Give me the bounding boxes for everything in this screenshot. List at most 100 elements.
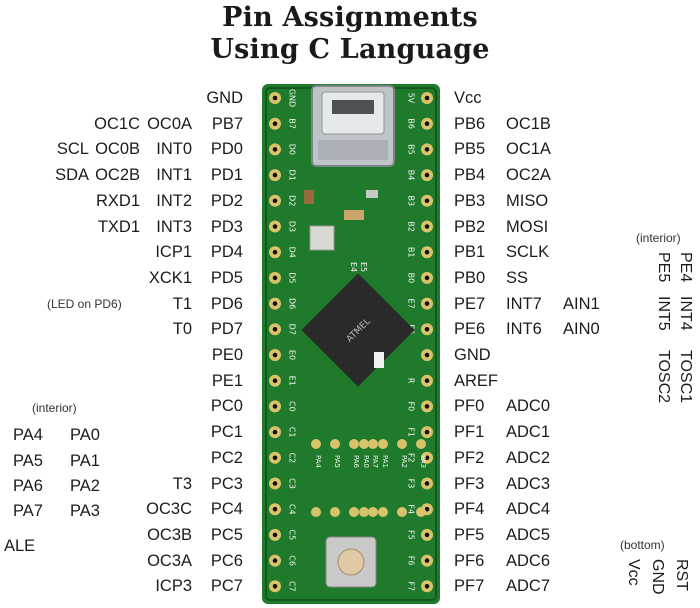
silk-label-left: D5	[288, 272, 297, 283]
interior-right-label: (interior)	[636, 231, 681, 245]
interior-int4: INT4	[677, 296, 694, 331]
interior-pad	[416, 439, 426, 449]
left-pin-func-1: OC3A	[147, 551, 192, 570]
right-pin-name: PF3	[454, 474, 485, 493]
pin-hole	[272, 455, 278, 461]
pin-hole	[272, 301, 278, 306]
title-line-2: Using C Language	[210, 34, 490, 65]
pin-hole	[272, 584, 278, 589]
right-pin-func-1: ADC1	[506, 423, 551, 442]
silk-label-left: B7	[288, 118, 297, 129]
main-chip	[301, 273, 415, 387]
smd-part	[344, 210, 364, 220]
silk-label-right: F1	[407, 427, 416, 437]
interior-pa1: PA1	[70, 452, 100, 470]
silk-label-right: E7	[407, 299, 416, 309]
right-pin-func-1: ADC6	[506, 551, 551, 570]
silk-label-right: B5	[407, 144, 416, 155]
interior-silk: PA1	[381, 455, 389, 468]
pin-hole	[272, 404, 278, 409]
interior-tosc1: TOSC1	[677, 350, 694, 404]
right-pin-func-2: AIN1	[563, 294, 600, 313]
silk-label-left: D0	[288, 144, 297, 155]
pin-hole	[424, 198, 430, 204]
pin-hole	[424, 455, 430, 461]
pin-hole	[424, 147, 430, 152]
pin-hole	[272, 172, 278, 178]
silk-label-left: D6	[288, 298, 297, 309]
left-pin-func-1: INT2	[156, 191, 192, 210]
silk-label-left: D3	[288, 221, 297, 232]
right-pin-name: PF1	[454, 423, 485, 442]
right-pin-func-1: ADC2	[506, 448, 551, 467]
interior-left-label: (interior)	[32, 401, 77, 415]
pin-hole	[272, 249, 278, 255]
interior-ale: ALE	[4, 537, 36, 555]
silk-label-right: B4	[407, 170, 416, 181]
pin-hole	[272, 327, 278, 332]
pin-hole	[272, 506, 278, 512]
interior-tosc2: TOSC2	[655, 350, 672, 404]
interior-pad	[359, 507, 369, 517]
silk-label-left: C3	[288, 478, 297, 489]
silk-label-right: B3	[407, 196, 416, 207]
left-pin-func-2: OC1C	[94, 114, 140, 133]
silk-label-right: B1	[407, 247, 416, 258]
left-pin-func-2: OC2B	[95, 166, 140, 185]
pin-hole	[272, 378, 278, 384]
pin-hole	[424, 352, 430, 358]
left-pin-func-1: ICP3	[155, 577, 192, 596]
interior-pa7: PA7	[13, 502, 43, 520]
left-pin-name: PD3	[210, 217, 243, 236]
left-pin-name: PD4	[210, 243, 243, 262]
interior-pe4: PE4	[677, 252, 694, 283]
right-pin-func-1: MOSI	[506, 217, 549, 236]
interior-pad	[397, 507, 407, 517]
pin-hole	[272, 429, 278, 435]
pin-hole	[424, 327, 430, 332]
left-pin-name: PC6	[210, 551, 243, 570]
left-pin-func-1: INT1	[156, 166, 192, 185]
right-pin-func-1: SCLK	[506, 243, 550, 262]
interior-pad	[330, 507, 340, 517]
right-pin-func-2: AIN0	[563, 320, 600, 339]
left-pin-func-2: TXD1	[97, 217, 140, 236]
interior-silk: PA7	[371, 455, 379, 468]
pin-hole	[424, 172, 430, 178]
right-pin-func-1: ADC5	[506, 525, 551, 544]
right-pin-name: PF6	[454, 551, 485, 570]
silk-label-left: C4	[288, 504, 297, 515]
left-pin-name: PC0	[210, 397, 243, 416]
right-pin-func-1: MISO	[506, 191, 549, 210]
interior-pad	[378, 507, 388, 517]
silk-label-left: D4	[288, 247, 297, 258]
interior-silk: PA3	[419, 455, 427, 468]
right-pin-name: PF7	[454, 577, 485, 596]
right-pin-name: PF2	[454, 448, 485, 467]
title-line-1: Pin Assignments	[222, 2, 478, 33]
pin-hole	[272, 147, 278, 152]
right-pin-func-1: SS	[506, 268, 529, 287]
silk-label-right: R	[407, 378, 416, 384]
silk-label-right: F0	[407, 402, 416, 412]
interior-pad	[349, 439, 359, 449]
led-note: (LED on PD6)	[47, 297, 122, 311]
interior-silk: PA0	[362, 455, 370, 468]
right-pin-name: PB2	[454, 217, 486, 236]
left-pin-func-1: INT0	[156, 140, 192, 159]
silk-label-left: D1	[288, 169, 297, 180]
pin-hole	[424, 532, 430, 538]
interior-silk: PA4	[314, 455, 322, 469]
pin-hole	[272, 532, 278, 538]
interior-pad	[368, 507, 378, 517]
pin-hole	[272, 481, 278, 486]
pin-hole	[272, 121, 278, 126]
silk-label-left: E1	[288, 376, 297, 386]
right-pin-name: PB0	[454, 268, 486, 287]
right-pin-name: PB5	[454, 140, 486, 159]
bottom-label: (bottom)	[620, 538, 665, 552]
left-pin-name: PE1	[211, 371, 243, 390]
bottom-vcc: Vcc	[625, 559, 642, 586]
right-pin-func-1: INT6	[506, 320, 542, 339]
left-pin-func-1: OC3C	[146, 500, 192, 519]
